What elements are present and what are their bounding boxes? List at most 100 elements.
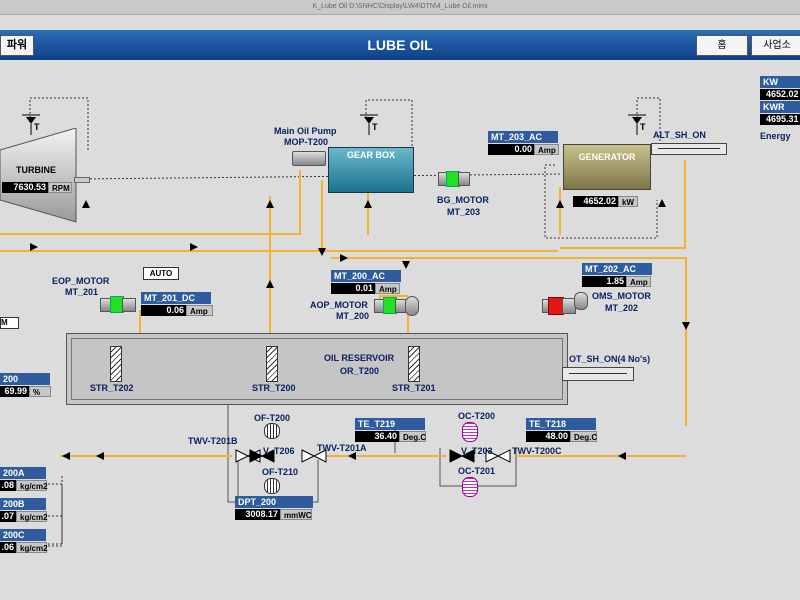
oil-tank-heater-icon[interactable] bbox=[562, 367, 634, 381]
pressure-link-lines bbox=[48, 483, 63, 547]
pressure-3-unit: kg/cm2 bbox=[16, 542, 48, 553]
dpt-tag: DPT_200 bbox=[235, 496, 313, 508]
thermometer-2-label: T bbox=[372, 122, 378, 132]
pressure-2-tag: 200B bbox=[0, 498, 46, 510]
thermometer-3-icon bbox=[624, 111, 650, 142]
mop-label-2: MOP-T200 bbox=[284, 137, 329, 147]
filter-2-icon[interactable] bbox=[264, 478, 280, 494]
filter-1-label: OF-T200 bbox=[254, 413, 291, 423]
valve-t206-label: V_T206 bbox=[263, 446, 295, 456]
mt201-value: 0.06 bbox=[141, 305, 187, 316]
kw-value: 4652.02 bbox=[760, 89, 800, 100]
site-button[interactable]: 사업소 bbox=[751, 35, 800, 56]
ot-sh-on-label: OT_SH_ON(4 No's) bbox=[569, 354, 651, 364]
thermometer-3-label: T bbox=[640, 122, 646, 132]
generator-label: GENERATOR bbox=[578, 152, 636, 162]
turbine-shaft bbox=[74, 177, 90, 183]
page-title: LUBE OIL bbox=[367, 37, 433, 53]
alt-heater-icon[interactable] bbox=[651, 143, 727, 155]
level-value: 69.99 bbox=[0, 386, 30, 397]
kwr-value: 4695.31 bbox=[760, 114, 800, 125]
eop-label-2: MT_201 bbox=[65, 287, 99, 297]
valve-t203-label: V_T203 bbox=[461, 446, 493, 456]
generator-kw-value: 4652.02 bbox=[573, 196, 619, 207]
eop-label-1: EOP_MOTOR bbox=[52, 276, 110, 286]
strainer-2-label: STR_T200 bbox=[252, 383, 296, 393]
reservoir-label-1: OIL RESERVOIR bbox=[324, 353, 395, 363]
twv-t201b-label: TWV-T201B bbox=[188, 436, 238, 446]
filter-1-icon[interactable] bbox=[264, 423, 280, 439]
strainer-2-icon bbox=[266, 346, 278, 382]
aop-pump-icon bbox=[405, 296, 419, 316]
strainer-1-icon bbox=[110, 346, 122, 382]
pressure-2-unit: kg/cm2 bbox=[16, 511, 48, 522]
generator-kw-unit: kW bbox=[618, 196, 638, 207]
home-button[interactable]: 홈 bbox=[696, 35, 748, 56]
pressure-1-unit: kg/cm2 bbox=[16, 480, 48, 491]
bg-motor-end bbox=[458, 172, 470, 186]
turbine-rpm-unit: RPM bbox=[48, 182, 72, 193]
cooler-1-label: OC-T200 bbox=[458, 411, 496, 421]
gear-box[interactable]: GEAR BOX bbox=[328, 147, 414, 193]
mt200-unit: Amp bbox=[375, 283, 400, 294]
oms-label-2: MT_202 bbox=[605, 303, 639, 313]
window-title: K_Lube Oil D:\SNHC\Display\LW4\DTN\4_Lub… bbox=[312, 3, 488, 10]
pressure-1-tag: 200A bbox=[0, 467, 46, 479]
te218-tag: TE_T218 bbox=[526, 418, 596, 430]
mt202-value: 1.85 bbox=[582, 276, 627, 287]
bg-motor-label-2: MT_203 bbox=[447, 207, 481, 217]
cooler-2-label: OC-T201 bbox=[458, 466, 496, 476]
mt203-tag: MT_203_AC bbox=[488, 131, 558, 143]
thermometer-2-icon bbox=[356, 111, 382, 142]
turbine-label: TURBINE bbox=[16, 165, 56, 175]
auto-mode-button[interactable]: AUTO bbox=[143, 267, 179, 280]
alt-sh-on-label: ALT_SH_ON bbox=[653, 130, 706, 140]
header-bar: LUBE OIL bbox=[0, 30, 800, 60]
kwr-label: KWR bbox=[760, 101, 800, 113]
aop-label-2: MT_200 bbox=[336, 311, 370, 321]
oms-pump-icon bbox=[574, 292, 588, 310]
eop-motor-end bbox=[122, 298, 136, 312]
cooler-2-icon[interactable] bbox=[462, 477, 478, 497]
oms-label-1: OMS_MOTOR bbox=[592, 291, 651, 301]
mt203-value: 0.00 bbox=[488, 144, 535, 155]
strainer-3-icon bbox=[408, 346, 420, 382]
gear-box-label: GEAR BOX bbox=[346, 150, 395, 160]
mop-label-1: Main Oil Pump bbox=[274, 126, 337, 136]
mt201-unit: Amp bbox=[186, 305, 213, 316]
mt203-unit: Amp bbox=[534, 144, 559, 155]
window-title-bar: K_Lube Oil D:\SNHC\Display\LW4\DTN\4_Lub… bbox=[0, 0, 800, 15]
thermometer-1-label: T bbox=[34, 122, 40, 132]
left-m-button[interactable]: M bbox=[0, 317, 19, 329]
dpt-unit: mmWC bbox=[280, 509, 312, 520]
reservoir-label-2: OR_T200 bbox=[340, 366, 380, 376]
pressure-1-value: .08 bbox=[0, 480, 17, 491]
mt201-tag: MT_201_DC bbox=[141, 292, 211, 304]
te218-value: 48.00 bbox=[526, 431, 571, 442]
pressure-2-value: .07 bbox=[0, 511, 17, 522]
pressure-3-tag: 200C bbox=[0, 529, 46, 541]
dpt-value: 3008.17 bbox=[235, 509, 281, 520]
twv-t200c-label: TWV-T200C bbox=[512, 446, 562, 456]
thermometer-1-icon bbox=[18, 111, 44, 142]
mt200-tag: MT_200_AC bbox=[331, 270, 401, 282]
main-oil-pump-icon[interactable] bbox=[292, 151, 326, 166]
te218-unit: Deg.C bbox=[570, 431, 597, 442]
filter-2-label: OF-T210 bbox=[262, 467, 299, 477]
mt200-value: 0.01 bbox=[331, 283, 376, 294]
kw-label: KW bbox=[760, 76, 800, 88]
twv-t201a-label: TWV-T201A bbox=[317, 443, 367, 453]
turbine-rpm-value: 7630.53 bbox=[2, 182, 49, 193]
mt202-unit: Amp bbox=[626, 276, 651, 287]
aop-label-1: AOP_MOTOR bbox=[310, 300, 368, 310]
generator[interactable]: GENERATOR bbox=[563, 144, 651, 190]
bg-motor-label-1: BG_MOTOR bbox=[437, 195, 489, 205]
level-unit: % bbox=[29, 386, 51, 397]
level-tag: 200 bbox=[0, 373, 50, 385]
pressure-3-value: .06 bbox=[0, 542, 17, 553]
power-button[interactable]: 파워 bbox=[0, 35, 34, 56]
te219-value: 36.40 bbox=[355, 431, 400, 442]
te219-tag: TE_T219 bbox=[355, 418, 425, 430]
cooler-1-icon[interactable] bbox=[462, 422, 478, 442]
oil-reservoir[interactable] bbox=[66, 333, 568, 405]
